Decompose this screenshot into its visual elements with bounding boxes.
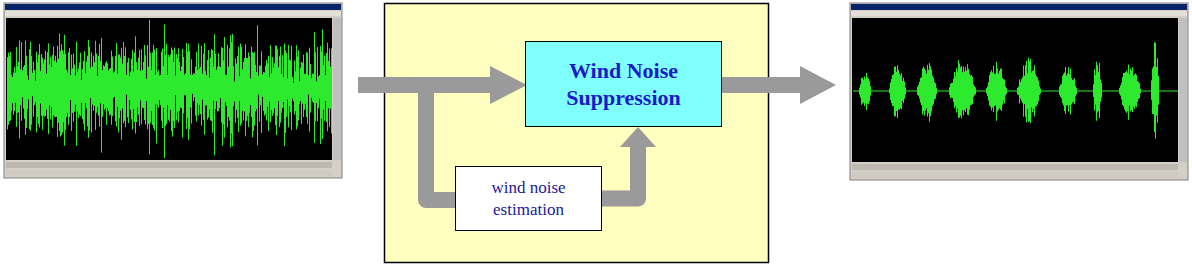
flow-arrow xyxy=(602,127,656,199)
input-screenshot xyxy=(4,3,342,178)
system-panel xyxy=(385,4,769,263)
clean-waveform xyxy=(853,42,1178,139)
arrow-head xyxy=(620,127,656,147)
node-label: wind noise estimation xyxy=(465,177,592,220)
estimation-box: wind noise estimation xyxy=(455,166,602,231)
process-box: Wind Noise Suppression xyxy=(525,41,722,127)
output-screenshot xyxy=(850,3,1188,180)
node-label: Wind Noise Suppression xyxy=(535,57,712,112)
arrow-shaft xyxy=(602,146,638,199)
noisy-waveform xyxy=(8,20,332,158)
